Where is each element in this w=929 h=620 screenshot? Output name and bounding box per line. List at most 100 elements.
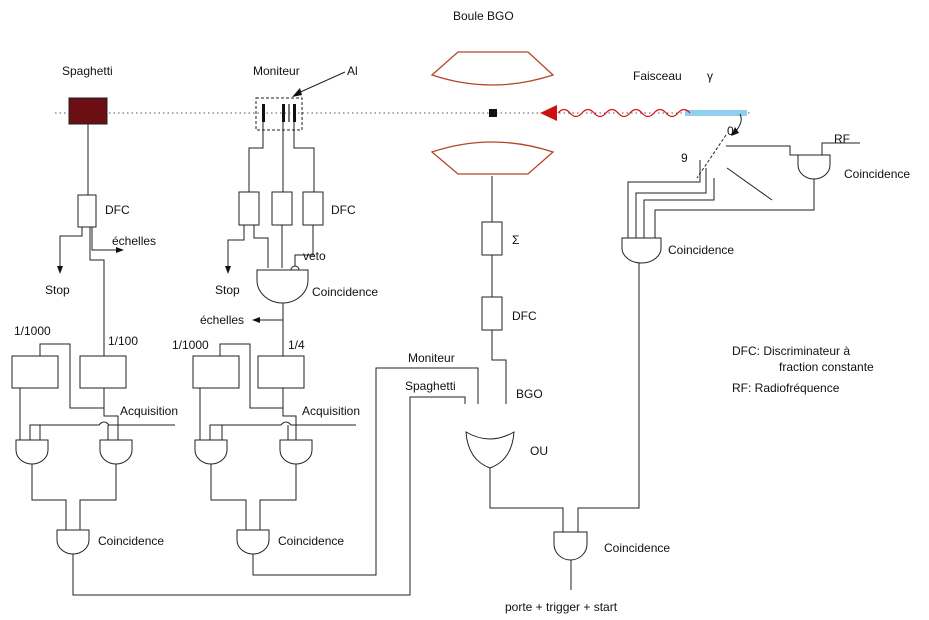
wire: [253, 225, 269, 268]
coincidence-gate-moniteur: [256, 269, 309, 304]
and-gate-a2: [99, 439, 133, 465]
coincidence-label-b: Coincidence: [278, 534, 344, 548]
ratio-4-label: 1/4: [288, 338, 305, 352]
deflection-head: [731, 127, 739, 136]
al-pointer: [295, 71, 346, 95]
coincidence-gate-final: [553, 531, 588, 561]
echelles-arrow-moniteur: [252, 317, 260, 323]
target-marker: [489, 109, 497, 117]
wire: [726, 145, 808, 156]
stop-label-moniteur: Stop: [215, 283, 240, 297]
wire: [79, 464, 117, 530]
coincidence-label-a: Coincidence: [98, 534, 164, 548]
moniteur-scint-3: [293, 104, 296, 122]
coincidence-gate-rf: [797, 154, 831, 180]
pos-9-label: 9: [681, 151, 688, 165]
rf-label: RF: [834, 132, 850, 146]
stop-arrow-moniteur: [225, 266, 231, 274]
trigger-label: porte + trigger + start: [505, 600, 618, 614]
sum-box: [481, 221, 503, 256]
wire: [59, 227, 83, 268]
wire: [627, 160, 701, 238]
wire: [489, 468, 564, 532]
ratio-1000-label-a: 1/1000: [14, 324, 51, 338]
coincidence-gate-a: [56, 529, 90, 555]
wire: [259, 464, 297, 530]
bgo-crystal-bottom: [430, 141, 555, 175]
acquisition-wire-b: [209, 421, 356, 440]
and-gate-a1: [15, 439, 49, 465]
wire: [219, 343, 283, 409]
wire: [654, 179, 815, 238]
echelles-arrow-spaghetti: [116, 247, 124, 253]
echelles-label-moniteur: échelles: [200, 313, 244, 327]
beam-wave: [557, 108, 691, 118]
wire: [227, 225, 245, 268]
veto-label: veto: [303, 249, 326, 263]
and-gate-b1: [194, 439, 228, 465]
wire: [293, 122, 315, 192]
wire: [643, 178, 715, 238]
tagger-plane-edge: [726, 167, 773, 201]
dfc-box-mon-3: [302, 191, 324, 226]
and-gate-b2: [279, 439, 313, 465]
wire: [491, 330, 507, 404]
coincidence-label-final: Coincidence: [604, 541, 670, 555]
acquisition-label-b: Acquisition: [302, 404, 360, 418]
beam-highlight: [685, 110, 747, 116]
spaghetti-block: [68, 97, 108, 125]
coincidence-label-moniteur: Coincidence: [312, 285, 378, 299]
legend-dfc-line1: DFC: Discriminateur à: [732, 344, 850, 358]
divider-4: [257, 355, 305, 389]
dfc-box-mon-1: [238, 191, 260, 226]
divider-1000-a: [11, 355, 59, 389]
moniteur-enclosure: [255, 97, 303, 131]
dfc-box-bgo: [481, 296, 503, 331]
moniteur-label: Moniteur: [253, 64, 300, 78]
ratio-100-label: 1/100: [108, 334, 138, 348]
bgo-crystal-top: [430, 51, 555, 86]
tagger-focal-plane: [696, 134, 727, 179]
boule-bgo-label: Boule BGO: [453, 9, 514, 23]
moniteur-to-ou-label: Moniteur: [408, 351, 455, 365]
bgo-label: BGO: [516, 387, 543, 401]
stop-arrow-spaghetti: [57, 266, 63, 274]
wire: [252, 367, 479, 576]
dfc-box-spaghetti: [77, 194, 97, 228]
divider-1000-b: [192, 355, 240, 389]
wire: [282, 388, 297, 440]
wire: [72, 396, 466, 596]
wire: [294, 225, 314, 266]
moniteur-al-foil: [288, 104, 290, 122]
ou-gate: [465, 431, 515, 469]
spaghetti-to-ou-label: Spaghetti: [405, 379, 456, 393]
legend-dfc-line2: fraction constante: [779, 360, 874, 374]
legend-rf: RF: Radiofréquence: [732, 381, 840, 395]
acquisition-label-a: Acquisition: [120, 404, 178, 418]
spaghetti-label: Spaghetti: [62, 64, 113, 78]
wire: [635, 168, 707, 238]
pos-0-label: 0: [727, 124, 734, 138]
coincidence-label-rf: Coincidence: [844, 167, 910, 181]
wire: [39, 343, 104, 409]
sigma-label: Σ: [512, 233, 519, 247]
stop-label-spaghetti: Stop: [45, 283, 70, 297]
divider-100: [79, 355, 127, 389]
moniteur-scint-1: [262, 104, 265, 122]
wire: [89, 227, 105, 356]
wire: [210, 464, 247, 530]
wire: [821, 142, 860, 155]
wire: [248, 122, 264, 192]
coincidence-gate-b: [236, 529, 270, 555]
wire: [577, 263, 640, 532]
coincidence-gate-tagger: [621, 237, 662, 264]
al-label: Al: [347, 64, 358, 78]
dfc-box-mon-2: [271, 191, 293, 226]
ou-label: OU: [530, 444, 548, 458]
wire: [91, 227, 118, 251]
dfc-label-bgo: DFC: [512, 309, 537, 323]
dfc-label-spaghetti: DFC: [105, 203, 130, 217]
ratio-1000-label-b: 1/1000: [172, 338, 209, 352]
beam-arrow: [540, 105, 557, 121]
